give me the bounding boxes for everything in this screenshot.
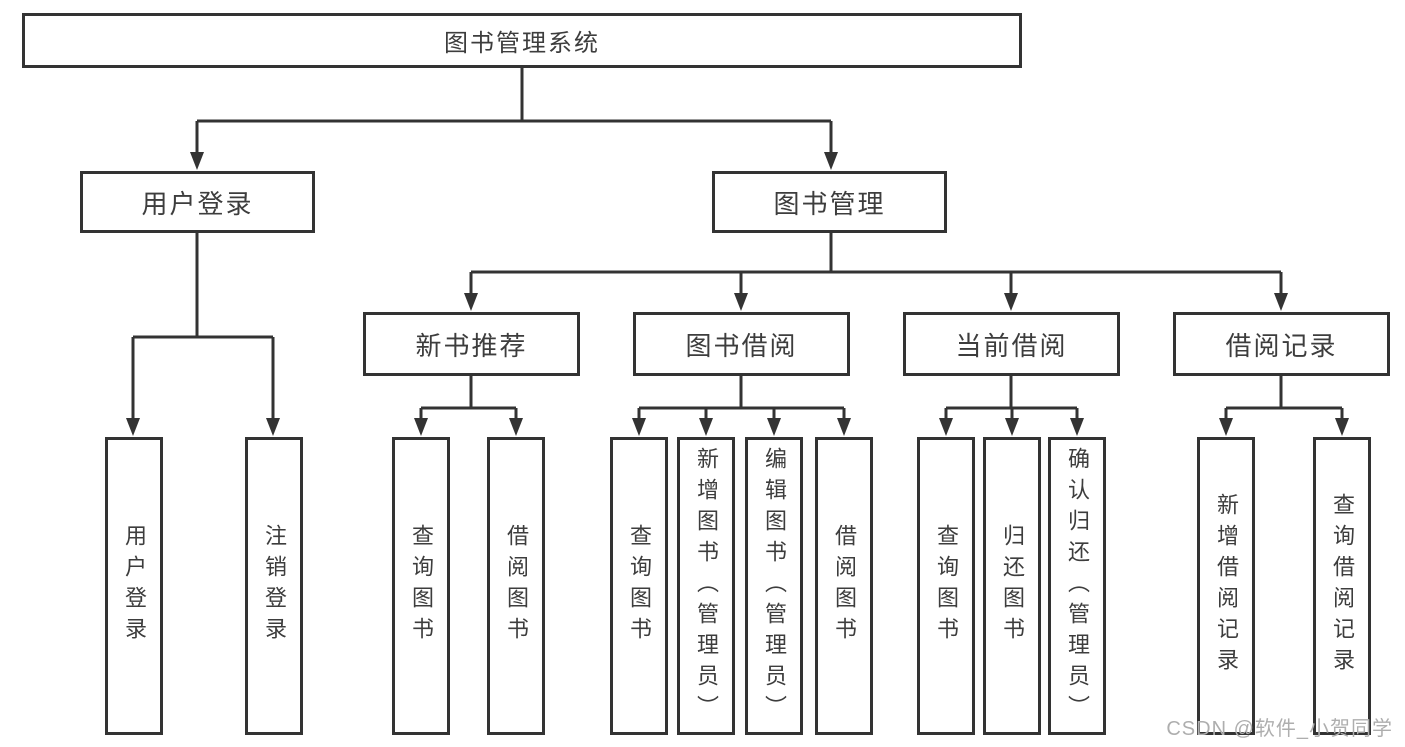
arrowhead-icon xyxy=(1335,418,1349,436)
connector-newbook-to-leaves xyxy=(419,376,518,421)
node-label: 查询图书 xyxy=(934,524,959,648)
arrowhead-icon xyxy=(414,418,428,436)
node-label: 新增图书（管理员） xyxy=(694,446,719,726)
node-book-management: 图书管理 xyxy=(712,171,947,233)
connector-mgmt-to-level2 xyxy=(469,233,1283,296)
node-add-borrow-record: 新增借阅记录 xyxy=(1197,437,1255,735)
arrowhead-icon xyxy=(266,418,280,436)
node-borrowing-records: 借阅记录 xyxy=(1173,312,1390,376)
node-query-books-current: 查询图书 xyxy=(917,437,975,735)
node-label: 借阅记录 xyxy=(1225,330,1338,361)
connector-root-to-level1 xyxy=(195,68,833,155)
node-library-management-system: 图书管理系统 xyxy=(22,13,1022,68)
node-label: 用户登录 xyxy=(122,524,147,648)
connector-login-to-leaves xyxy=(131,233,275,421)
node-query-books-borrowing: 查询图书 xyxy=(610,437,668,735)
arrowhead-icon xyxy=(190,152,204,170)
node-label: 当前借阅 xyxy=(955,330,1068,361)
node-label: 用户登录 xyxy=(141,188,254,219)
arrowhead-icon xyxy=(1070,418,1084,436)
node-borrow-books-recommend: 借阅图书 xyxy=(487,437,545,735)
arrowhead-icon xyxy=(767,418,781,436)
node-new-book-recommendation: 新书推荐 xyxy=(363,312,580,376)
node-label: 确认归还（管理员） xyxy=(1065,446,1090,726)
node-query-books-recommend: 查询图书 xyxy=(392,437,450,735)
node-current-borrowing: 当前借阅 xyxy=(903,312,1120,376)
node-logout: 注销登录 xyxy=(245,437,303,735)
arrowhead-icon xyxy=(699,418,713,436)
arrowhead-icon xyxy=(1005,418,1019,436)
node-edit-books-admin: 编辑图书（管理员） xyxy=(745,437,803,735)
node-label: 图书管理 xyxy=(773,188,886,219)
node-label: 借阅图书 xyxy=(504,524,529,648)
arrowhead-icon xyxy=(1004,293,1018,311)
node-user-login: 用户登录 xyxy=(105,437,163,735)
arrowhead-icon xyxy=(464,293,478,311)
node-label: 编辑图书（管理员） xyxy=(762,446,787,726)
node-return-books: 归还图书 xyxy=(983,437,1041,735)
csdn-watermark: CSDN @软件_小贺同学 xyxy=(1166,718,1393,740)
node-label: 归还图书 xyxy=(1000,524,1025,648)
node-label: 新书推荐 xyxy=(415,330,528,361)
arrowhead-icon xyxy=(837,418,851,436)
arrowhead-icon xyxy=(1219,418,1233,436)
arrowhead-icon xyxy=(632,418,646,436)
node-label: 注销登录 xyxy=(262,524,287,648)
arrowhead-icon xyxy=(939,418,953,436)
arrowhead-icon xyxy=(824,152,838,170)
node-book-borrowing: 图书借阅 xyxy=(633,312,850,376)
arrowhead-icon xyxy=(509,418,523,436)
node-user-login-group: 用户登录 xyxy=(80,171,315,233)
node-label: 查询图书 xyxy=(409,524,434,648)
arrowhead-icon xyxy=(734,293,748,311)
node-label: 查询图书 xyxy=(627,524,652,648)
node-add-books-admin: 新增图书（管理员） xyxy=(677,437,735,735)
node-label: 新增借阅记录 xyxy=(1214,493,1239,679)
node-borrow-books-borrowing: 借阅图书 xyxy=(815,437,873,735)
arrowhead-icon xyxy=(1274,293,1288,311)
node-query-borrow-record: 查询借阅记录 xyxy=(1313,437,1371,735)
connector-records-to-leaves xyxy=(1224,376,1344,421)
node-confirm-return-admin: 确认归还（管理员） xyxy=(1048,437,1106,735)
node-label: 图书管理系统 xyxy=(444,30,600,57)
connector-current-to-leaves xyxy=(944,376,1079,421)
arrowhead-icon xyxy=(126,418,140,436)
node-label: 借阅图书 xyxy=(832,524,857,648)
node-label: 查询借阅记录 xyxy=(1330,493,1355,679)
node-label: 图书借阅 xyxy=(685,330,798,361)
connector-borrowing-to-leaves xyxy=(637,376,846,421)
